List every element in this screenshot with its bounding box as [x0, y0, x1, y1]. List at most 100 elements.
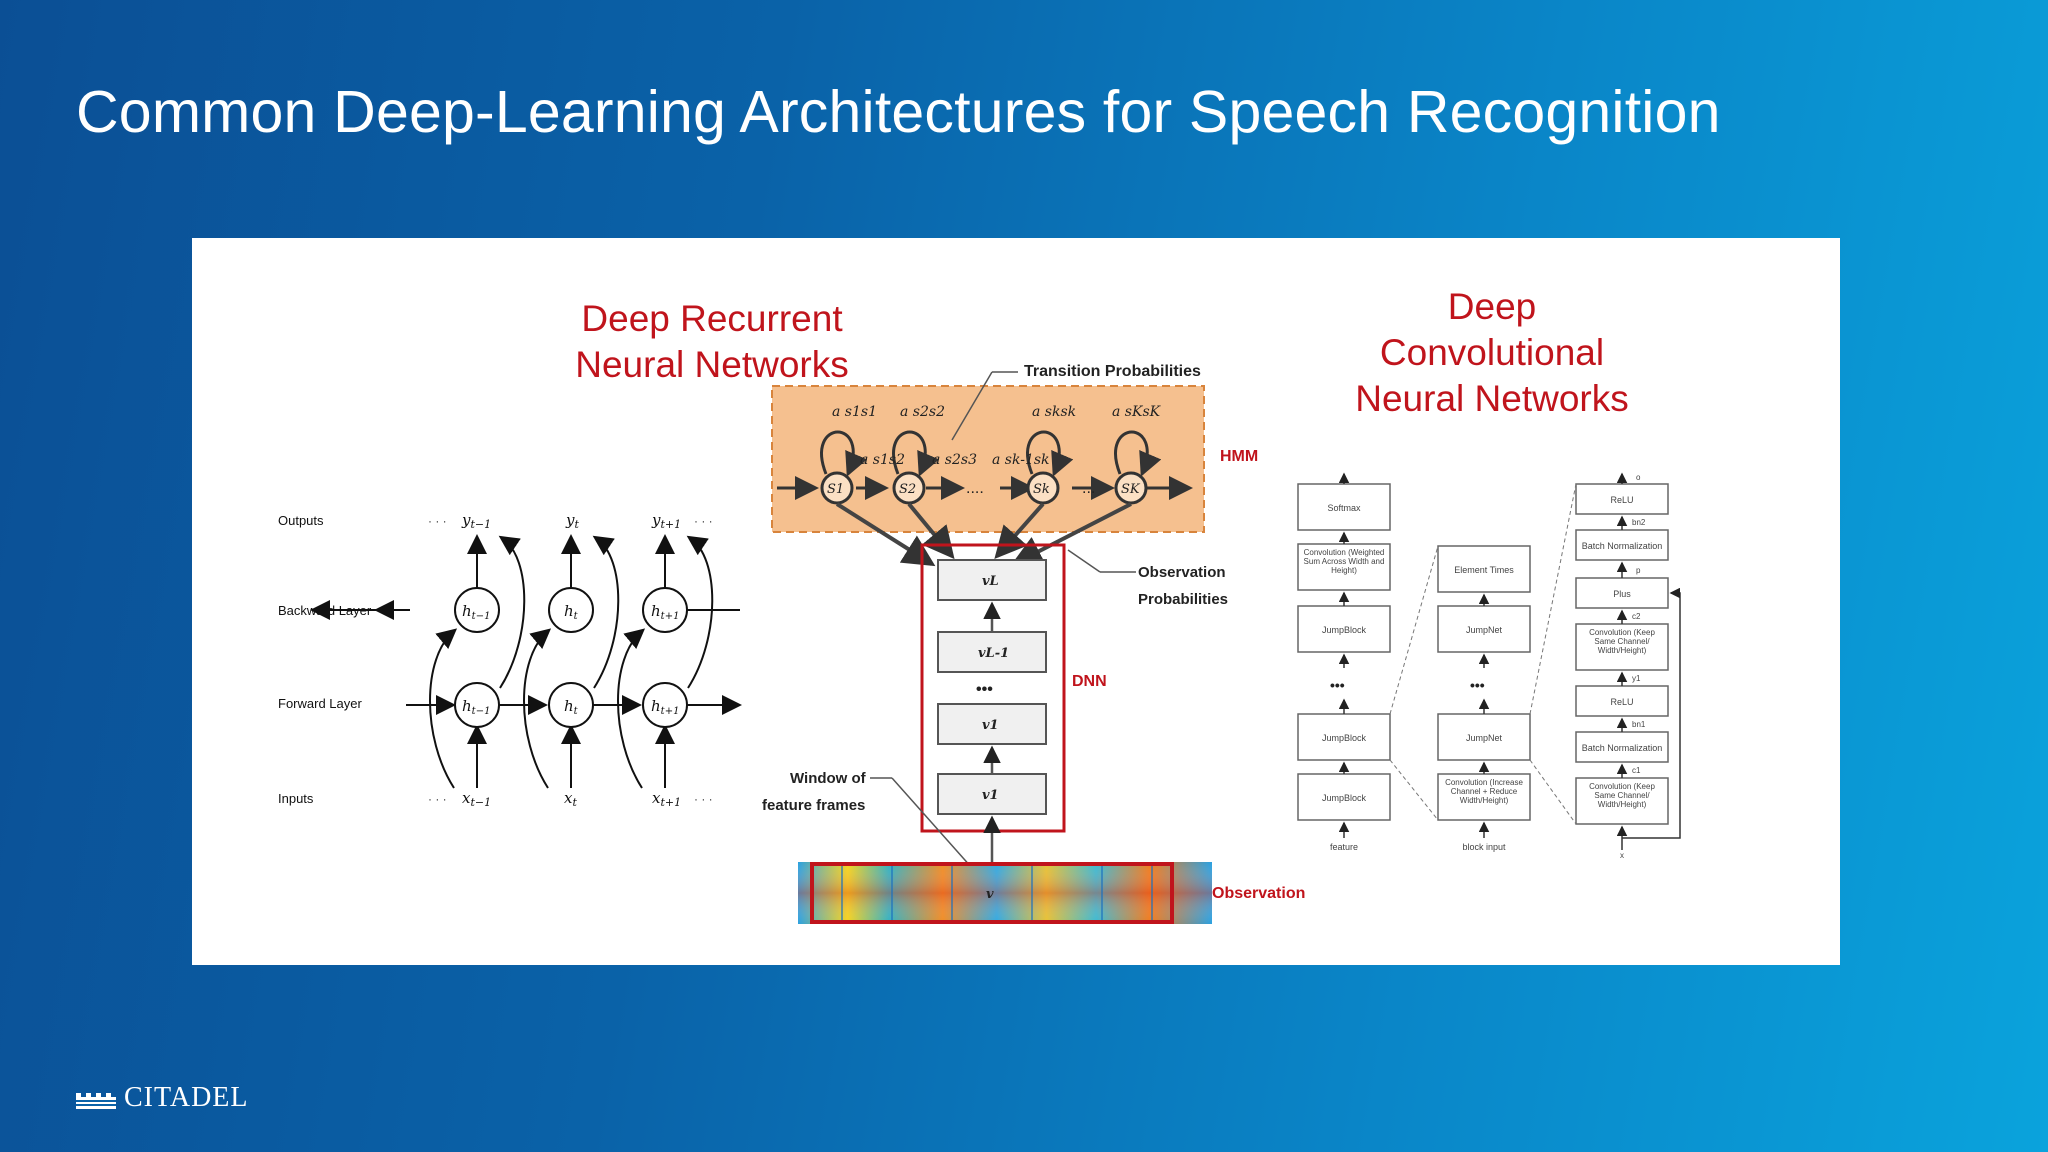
cnn-block-label: Batch Normalization [1582, 743, 1663, 753]
hmm-cross-transition: a sk-1sk [992, 452, 1050, 468]
rnn-diagram: Outputs Backward Layer Forward Layer Inp… [278, 511, 742, 809]
cnn-block-label: Convolution (Weighted Sum Across Width a… [1303, 548, 1385, 575]
rnn-node-label: ht+1 [651, 602, 679, 622]
cnn-block-label: Softmax [1327, 503, 1361, 513]
figure-panel: Outputs Backward Layer Forward Layer Inp… [192, 238, 1840, 965]
cnn-block [1575, 577, 1669, 609]
castle-icon [76, 1093, 116, 1109]
hmm-state [1114, 471, 1148, 505]
cnn-block-label: JumpNet [1466, 625, 1503, 635]
cnn-edge-label: bn2 [1632, 518, 1646, 527]
cnn-block [1437, 773, 1531, 821]
observation-probabilities-label: Probabilities [1138, 591, 1228, 608]
cnn-edge-label: c2 [1632, 612, 1641, 621]
rnn-node-label: ht [564, 602, 579, 622]
window-label: Window of [790, 770, 867, 787]
cnn-block-label: Batch Normalization [1582, 541, 1663, 551]
hmm-state [892, 471, 926, 505]
hmm-cross-transition: a s1s2 [860, 452, 905, 468]
dnn-dots: ••• [976, 681, 993, 698]
dnn-layer-label: vL [982, 574, 999, 589]
dnn-label: DNN [1072, 673, 1107, 690]
rnn-backward-node [548, 587, 594, 633]
cnn-block [1297, 773, 1391, 821]
cnn-block-label: Plus [1613, 589, 1631, 599]
cnn-block-label: Convolution (Keep Same Channel/ Width/He… [1589, 628, 1655, 655]
cnn-block-label: JumpBlock [1322, 733, 1367, 743]
hmm-self-transition: a sksk [1032, 404, 1076, 420]
rnn-forward-node [454, 682, 500, 728]
hmm-mid-dots: .... [966, 480, 984, 497]
rnn-row-label-forward: Forward Layer [278, 696, 362, 711]
cnn-block-label: JumpNet [1466, 733, 1503, 743]
dnn-layer [937, 559, 1047, 601]
hmm-end-dots: ... [1082, 480, 1095, 497]
hmm-self-transition: a s2s2 [900, 404, 945, 420]
rnn-node-label: ht−1 [462, 602, 490, 622]
rnn-node-label: ht+1 [651, 697, 679, 717]
observation-probabilities-label: Observation [1138, 564, 1226, 581]
dnn-layer-label: v1 [982, 788, 999, 803]
dnn-layer-label: v1 [982, 718, 999, 733]
cnn-block [1297, 543, 1391, 591]
citadel-logo: CITADEL [76, 1082, 249, 1114]
rnn-node-label: ht [564, 697, 579, 717]
cnn-input-label: block input [1462, 842, 1506, 852]
cnn-block-label: Convolution (Increase Channel + Reduce W… [1445, 778, 1523, 805]
cnn-dots: ••• [1330, 677, 1345, 693]
hmm-state [820, 471, 854, 505]
window-label: feature frames [762, 797, 865, 814]
hmm-cross-transition: a s2s3 [932, 452, 977, 468]
cnn-block [1575, 529, 1669, 561]
cnn-section-title: Deep Convolutional Neural Networks [1355, 286, 1629, 419]
rnn-backward-node [454, 587, 500, 633]
logo-text: CITADEL [124, 1082, 249, 1113]
rnn-input-label: xt+1 [652, 789, 681, 809]
rnn-output-label: yt+1 [651, 511, 681, 531]
cnn-block [1437, 713, 1531, 761]
slide-title: Common Deep-Learning Architectures for S… [76, 79, 1721, 145]
rnn-input-label: xt−1 [462, 789, 491, 809]
cnn-edge-label: y1 [1632, 674, 1641, 683]
architectures-diagram: Outputs Backward Layer Forward Layer Inp… [278, 363, 1681, 924]
rnn-backward-node [642, 587, 688, 633]
cnn-block [1575, 777, 1669, 825]
cnn-block-label: ReLU [1610, 697, 1633, 707]
observation-window [810, 862, 1174, 924]
cnn-edge-label: x [1620, 851, 1624, 860]
observation-symbol: v [986, 887, 994, 902]
cnn-block [1437, 545, 1531, 593]
dnn-layer-label: vL-1 [978, 646, 1009, 661]
dnn-layer [937, 703, 1047, 745]
cnn-block-label: Element Times [1454, 565, 1514, 575]
rnn-output-label: yt−1 [461, 511, 491, 531]
cnn-block-label: JumpBlock [1322, 625, 1367, 635]
rnn-row-label-outputs: Outputs [278, 513, 324, 528]
cnn-dots: ••• [1470, 677, 1485, 693]
cnn-block-label: JumpBlock [1322, 793, 1367, 803]
cnn-edge-label: bn1 [1632, 720, 1646, 729]
rnn-section-title: Deep Recurrent Neural Networks [575, 298, 849, 385]
rnn-row-label-inputs: Inputs [278, 791, 314, 806]
rnn-ellipsis: · · · [428, 514, 447, 528]
cnn-edge-label: c1 [1632, 766, 1641, 775]
cnn-edge-label: o [1636, 473, 1641, 482]
rnn-ellipsis: · · · [694, 514, 713, 528]
hmm-state-label: S2 [899, 482, 916, 497]
transition-probabilities-label: Transition Probabilities [1024, 363, 1201, 380]
cnn-block [1437, 605, 1531, 653]
rnn-ellipsis: · · · [428, 792, 447, 806]
hmm-state-label: Sk [1033, 482, 1050, 497]
rnn-forward-node [548, 682, 594, 728]
hmm-label: HMM [1220, 448, 1258, 465]
observation-label: Observation [1212, 885, 1305, 902]
cnn-diagram: Softmax Convolution (Weighted Sum Across… [1297, 472, 1681, 860]
hmm-dnn-diagram: HMM Transition Probabilities .... ... [762, 363, 1305, 924]
cnn-block [1575, 623, 1669, 671]
cnn-edge-label: p [1636, 566, 1641, 575]
cnn-block [1575, 731, 1669, 763]
hmm-state-label: S1 [827, 482, 844, 497]
cnn-block [1575, 483, 1669, 515]
cnn-input-label: feature [1330, 842, 1358, 852]
rnn-forward-node [642, 682, 688, 728]
